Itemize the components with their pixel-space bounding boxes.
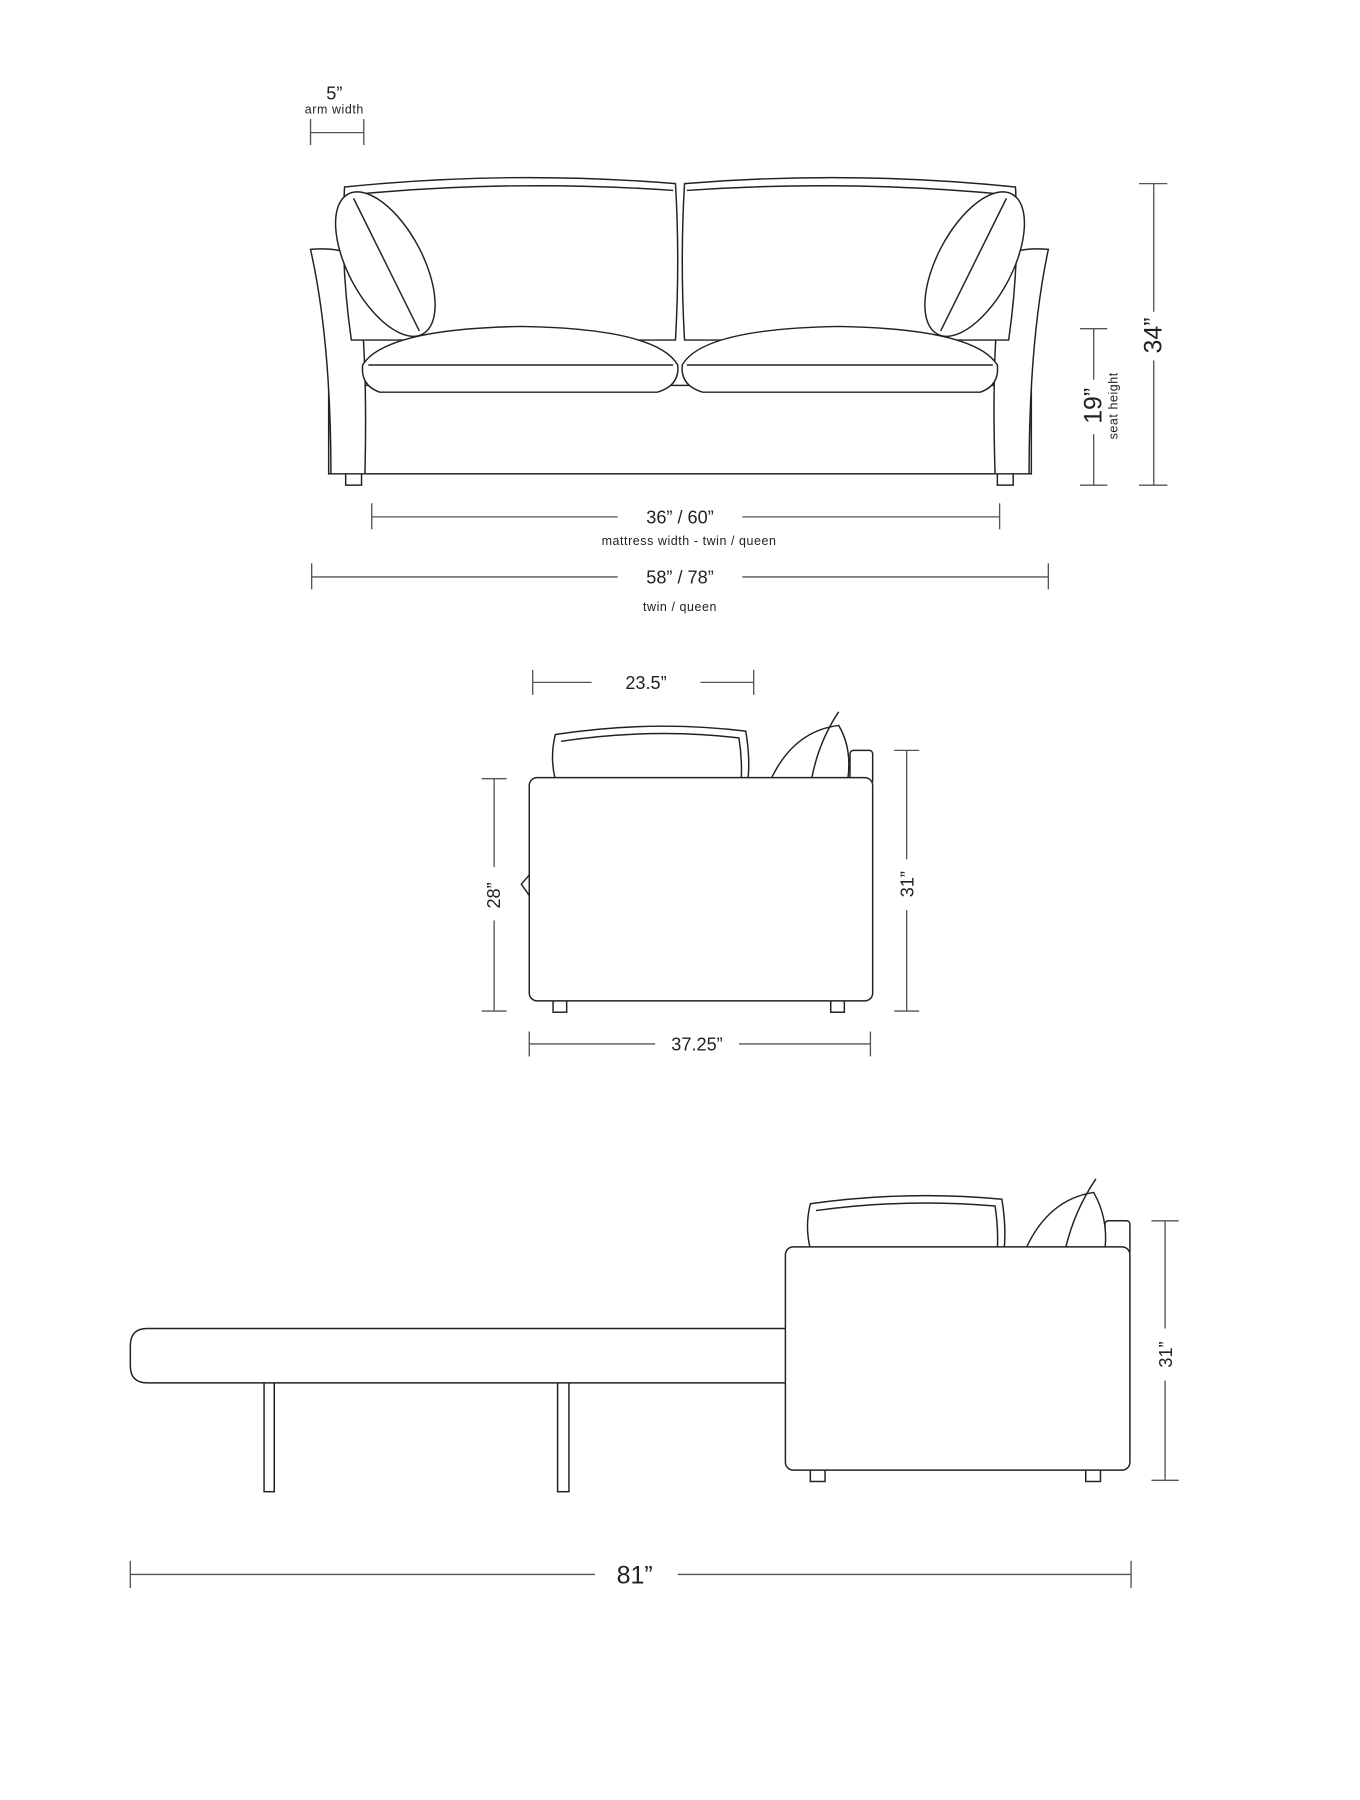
depth-dimension: 37.25”: [528, 1031, 872, 1057]
sofa-front-drawing: [309, 176, 1050, 486]
sofa-side-drawing: [520, 711, 874, 1013]
side-height-value: 31”: [897, 871, 917, 897]
sofa-bed-open-drawing: [129, 1178, 1131, 1493]
arm-height-value: 28”: [484, 882, 504, 908]
arm-width-dimension: 5” arm width: [305, 84, 365, 146]
mattress-width-dimension: 36” / 60” mattress width - twin / queen: [371, 503, 1001, 548]
bed-height-dimension: 31”: [1151, 1220, 1179, 1482]
overall-height-dimension: 34”: [1139, 182, 1168, 486]
overall-width-dimension: 58” / 78” twin / queen: [310, 563, 1050, 614]
seat-depth-value: 23.5”: [625, 673, 666, 693]
seat-depth-dimension: 23.5”: [531, 669, 755, 695]
bed-length-dimension: 81”: [129, 1560, 1132, 1590]
seat-height-value: 19”: [1080, 388, 1108, 424]
seat-height-label: seat height: [1106, 372, 1120, 439]
overall-width-label: twin / queen: [643, 600, 717, 614]
side-view: 23.5” 28” 31”: [481, 669, 920, 1057]
front-view: 5” arm width: [305, 84, 1168, 614]
mattress-width-label: mattress width - twin / queen: [602, 534, 777, 548]
arm-width-value: 5”: [326, 84, 342, 104]
seat-height-dimension: 19” seat height: [1080, 328, 1120, 486]
bed-length-value: 81”: [617, 1561, 653, 1589]
depth-value: 37.25”: [671, 1035, 722, 1055]
overall-width-value: 58” / 78”: [646, 568, 713, 588]
mattress-width-value: 36” / 60”: [646, 508, 713, 528]
bed-height-value: 31”: [1156, 1341, 1176, 1367]
bed-view: 31” 81”: [129, 1178, 1179, 1590]
side-height-dimension: 31”: [894, 749, 920, 1012]
arm-height-dimension: 28”: [481, 778, 507, 1012]
overall-height-value: 34”: [1140, 317, 1168, 353]
arm-width-label: arm width: [305, 102, 364, 116]
